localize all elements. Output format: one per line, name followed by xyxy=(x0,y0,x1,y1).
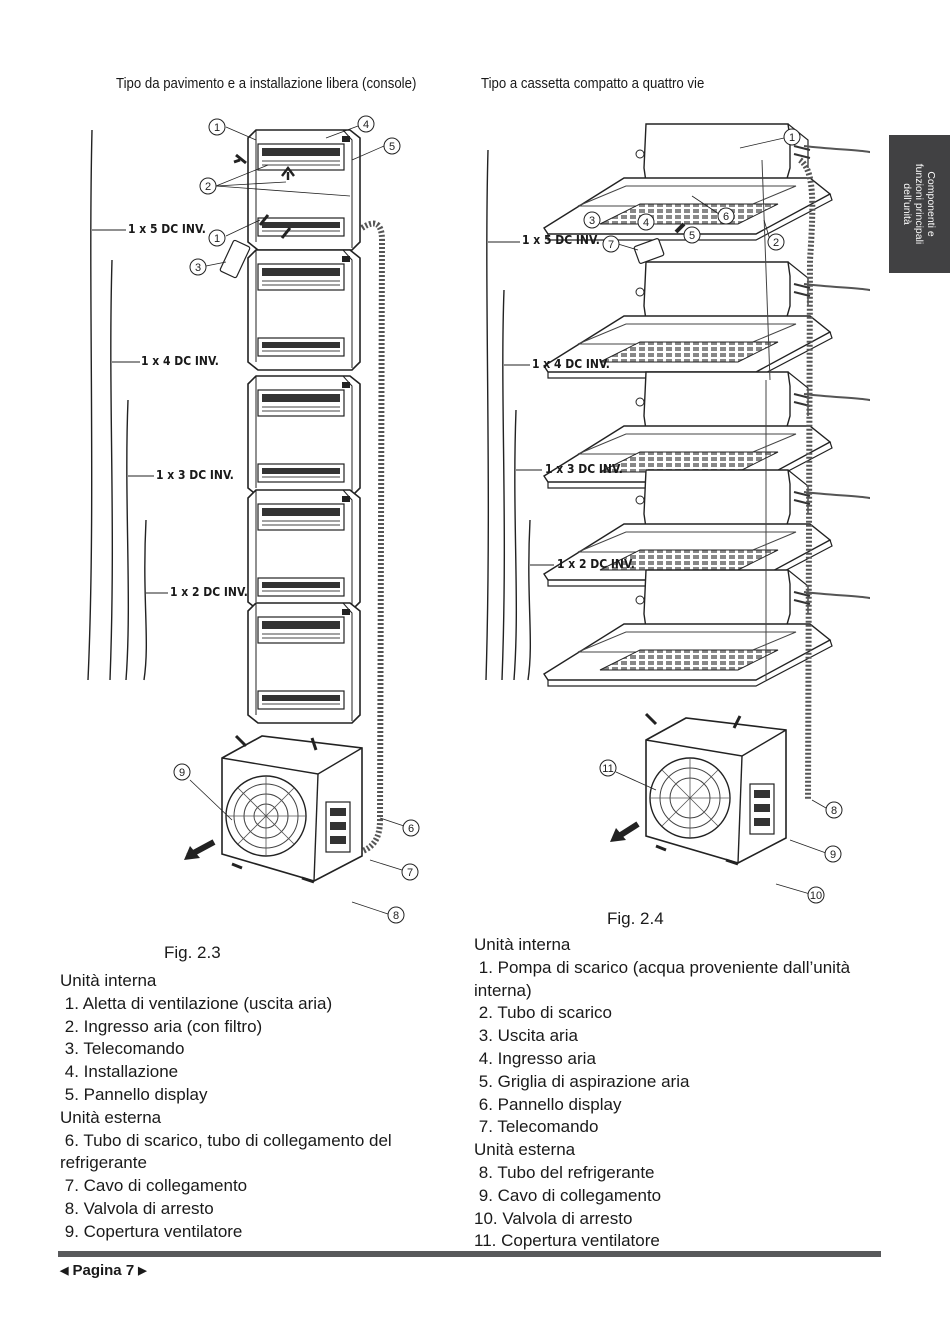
section-tab-line-1: Componenti e xyxy=(925,171,938,237)
legend-right-line: 4. Ingresso aria xyxy=(474,1048,596,1068)
triangle-left-icon[interactable]: ◀ xyxy=(60,1265,69,1277)
callout-l-2: 2 xyxy=(205,181,211,193)
legend-left-line: Unità esterna xyxy=(60,1107,162,1127)
legend-right-line: 8. Tubo del refrigerante xyxy=(474,1162,655,1182)
right-callouts: 1 2 3 4 5 6 7 11 8 9 10 xyxy=(583,128,843,904)
callout-r-4: 4 xyxy=(643,217,649,229)
legend-left-line: 2. Ingresso aria (con filtro) xyxy=(60,1016,263,1036)
figure-right-caption: Fig. 2.4 xyxy=(607,909,664,928)
legend-left-line: 4. Installazione xyxy=(60,1062,179,1082)
legend-right-line: 9. Cavo di collegamento xyxy=(474,1185,662,1205)
figure-left-title: Tipo da pavimento e a installazione libe… xyxy=(116,75,417,92)
right-label-1x2: 1 x 2 DC INV. xyxy=(557,557,635,571)
legend-right-line: 6. Pannello display xyxy=(474,1094,622,1114)
callout-l-5: 5 xyxy=(389,141,395,153)
callout-r-10: 10 xyxy=(810,890,822,902)
section-tab: Componenti e funzioni principali dell’un… xyxy=(889,135,950,273)
callout-l-9: 9 xyxy=(179,767,185,779)
callout-l-1a: 1 xyxy=(214,122,220,134)
legend-right-line: 2. Tubo di scarico xyxy=(474,1003,612,1023)
legend-right-line: interna) xyxy=(474,980,532,1000)
legend-left-line: 5. Pannello display xyxy=(60,1084,208,1104)
right-label-1x3: 1 x 3 DC INV. xyxy=(545,462,623,476)
legend-right-line: 3. Uscita aria xyxy=(474,1026,578,1046)
legend-left-line: Unità interna xyxy=(60,971,157,990)
right-label-1x4: 1 x 4 DC INV. xyxy=(532,357,610,371)
section-tab-line-2: funzioni principali xyxy=(913,163,926,245)
right-label-1x5: 1 x 5 DC INV. xyxy=(522,233,600,247)
legend-right: Unità interna 1. Pompa di scarico (acqua… xyxy=(474,934,874,1253)
left-label-1x2: 1 x 2 DC INV. xyxy=(170,585,248,599)
callout-r-6: 6 xyxy=(723,211,729,223)
left-label-1x4: 1 x 4 DC INV. xyxy=(141,354,219,368)
legend-right-line: 11. Copertura ventilatore xyxy=(474,1231,660,1251)
legend-left-line: 7. Cavo di collegamento xyxy=(60,1176,248,1196)
legend-left-line: 1. Aletta di ventilazione (uscita aria) xyxy=(60,993,333,1013)
left-label-1x5: 1 x 5 DC INV. xyxy=(128,222,206,236)
page-footer: ◀ Pagina 7 ▶ xyxy=(60,1262,147,1279)
figure-right-title: Tipo a cassetta compatto a quattro vie xyxy=(481,75,705,92)
triangle-right-icon[interactable]: ▶ xyxy=(138,1265,147,1277)
legend-right-line: 10. Valvola di arresto xyxy=(474,1208,633,1228)
callout-r-5: 5 xyxy=(689,230,695,242)
callout-r-8: 8 xyxy=(831,805,837,817)
legend-left-line: refrigerante xyxy=(60,1153,147,1173)
legend-left-line: 3. Telecomando xyxy=(60,1039,185,1059)
callout-r-3: 3 xyxy=(589,215,595,227)
legend-right-line: 7. Telecomando xyxy=(474,1117,599,1137)
callout-l-1b: 1 xyxy=(214,233,220,245)
callout-l-7: 7 xyxy=(407,867,413,879)
callout-r-11: 11 xyxy=(602,763,613,775)
callout-r-9: 9 xyxy=(830,849,836,861)
section-tab-line-3: dell’unità xyxy=(901,183,914,225)
callout-r-7: 7 xyxy=(608,239,614,251)
callout-r-1: 1 xyxy=(789,132,795,144)
callout-l-3: 3 xyxy=(195,262,201,274)
callout-r-2: 2 xyxy=(773,237,779,249)
left-callouts: 1 4 5 2 1 3 9 6 7 8 xyxy=(173,115,420,924)
legend-left-line: 9. Copertura ventilatore xyxy=(60,1221,243,1241)
footer-rule xyxy=(58,1251,881,1257)
legend-left-line: 8. Valvola di arresto xyxy=(60,1198,214,1218)
legend-left-line: 6. Tubo di scarico, tubo di collegamento… xyxy=(60,1130,392,1150)
console-installation-illustration xyxy=(87,125,405,915)
legend-right-line: Unità esterna xyxy=(474,1140,576,1160)
legend-right-line: Unità interna xyxy=(474,935,571,954)
legend-right-line: 5. Griglia di aspirazione aria xyxy=(474,1071,690,1091)
callout-l-4: 4 xyxy=(363,119,369,131)
legend-left: Unità interna 1. Aletta di ventilazione … xyxy=(60,970,460,1244)
figure-left-caption: Fig. 2.3 xyxy=(164,943,221,962)
left-label-1x3: 1 x 3 DC INV. xyxy=(156,468,234,482)
legend-right-line: 1. Pompa di scarico (acqua proveniente d… xyxy=(474,957,851,977)
callout-l-6: 6 xyxy=(408,823,414,835)
page-number: Pagina 7 xyxy=(72,1262,135,1279)
callout-l-8: 8 xyxy=(393,910,399,922)
cassette-installation-illustration xyxy=(485,123,870,895)
